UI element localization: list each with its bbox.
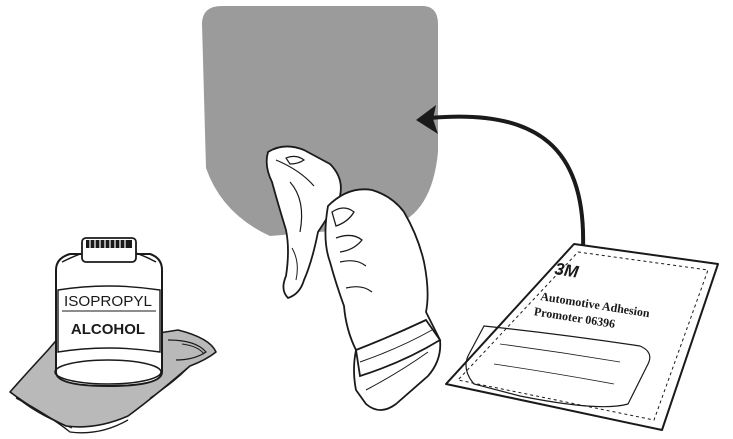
bottle-cap xyxy=(82,238,136,262)
adhesion-promoter-packet: 3M Automotive Adhesion Promoter 06396 xyxy=(446,244,718,430)
bottle-label-line1: ISOPROPYL xyxy=(64,293,152,310)
application-arrow xyxy=(416,105,583,248)
isopropyl-alcohol-bottle: ISOPROPYL ALCOHOL xyxy=(55,238,162,386)
bottle-label-line2: ALCOHOL xyxy=(71,321,145,338)
packet-brand: 3M xyxy=(553,259,580,282)
